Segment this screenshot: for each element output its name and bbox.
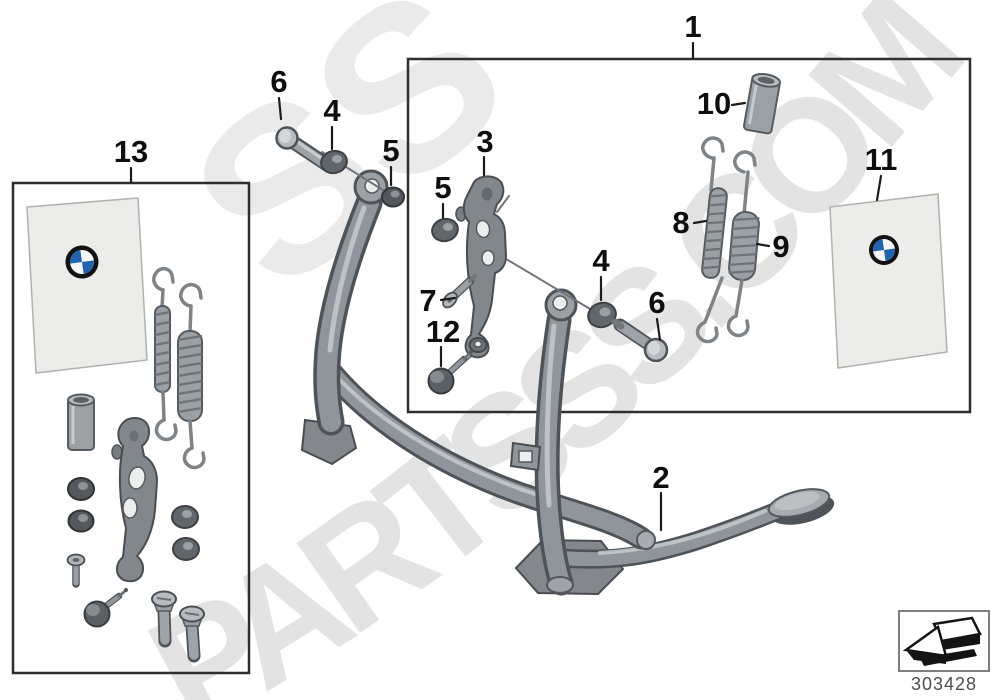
callout-5-inner: 5 (434, 170, 451, 205)
kit-screw (66, 553, 86, 588)
spring-9 (726, 150, 760, 338)
kit-bolt (151, 590, 177, 648)
callout-labels: 1 2 3 4 4 5 5 6 6 7 8 9 10 11 12 13 (114, 9, 898, 495)
callout-3: 3 (476, 124, 493, 159)
plug-screw-12 (427, 350, 473, 395)
callout-4-left: 4 (323, 93, 341, 128)
callout-13: 13 (114, 134, 148, 169)
stand-cross-tube (319, 360, 656, 550)
stand-left-leg (300, 169, 389, 466)
figure-number: 303428 (911, 674, 977, 694)
callout-9: 9 (772, 229, 789, 264)
kit-nut (67, 509, 95, 533)
stand-lever-arm (552, 488, 835, 569)
callout-1: 1 (684, 9, 701, 44)
bracket-hole-upper (475, 219, 491, 239)
instruction-sheet-11 (829, 193, 948, 369)
bracket-hole-lower (481, 249, 495, 267)
bolt-6-right (611, 318, 669, 363)
nut-5-left (381, 186, 405, 208)
bmw-roundel-icon (869, 235, 899, 265)
bolt-6-left (275, 126, 335, 172)
kit-bolt (179, 605, 205, 663)
callout-10: 10 (697, 86, 731, 121)
grommet-4-left (320, 149, 348, 175)
left-eyelet-hole (364, 178, 380, 194)
bracket-3 (462, 175, 508, 359)
callout-12: 12 (426, 314, 460, 349)
bmw-roundel-icon (65, 245, 99, 279)
kit-grommet (172, 537, 200, 561)
center-stand-drawing (300, 169, 835, 596)
kit-box-1-outline (406, 57, 972, 414)
figure-arrow-icon (902, 616, 982, 666)
kit-sleeve (67, 393, 95, 451)
leader-lines (129, 41, 883, 532)
callout-11: 11 (865, 142, 898, 177)
callout-4-right: 4 (592, 243, 610, 278)
callout-5-outer: 5 (382, 133, 399, 168)
figure-reference: 303428 (898, 610, 990, 694)
callout-2: 2 (652, 460, 669, 495)
kit-plug-screw (83, 588, 128, 628)
screw-7 (442, 274, 477, 309)
callout-8: 8 (672, 205, 689, 240)
grommet-4-right (587, 301, 617, 329)
spring-8 (695, 136, 728, 344)
kit-nut (67, 477, 95, 501)
bracket-fastener-group (427, 175, 669, 395)
kit-spring-thin (152, 266, 178, 442)
right-eyelet-hole (552, 295, 568, 311)
sleeve-10 (742, 72, 781, 135)
stand-right-leg (509, 288, 578, 596)
kit-bracket (111, 417, 159, 583)
kit-grommet (171, 505, 199, 529)
stand-mid-tab (509, 441, 542, 472)
callout-6-right: 6 (648, 285, 665, 320)
kit-spring-thick (177, 282, 206, 470)
grommet-5-inner (431, 217, 459, 243)
instruction-sheet-13 (26, 197, 148, 374)
callout-7: 7 (419, 283, 436, 318)
left-fastener-group (275, 126, 405, 208)
callout-6-left: 6 (270, 64, 287, 99)
mounting-kit-13-contents (26, 197, 206, 663)
